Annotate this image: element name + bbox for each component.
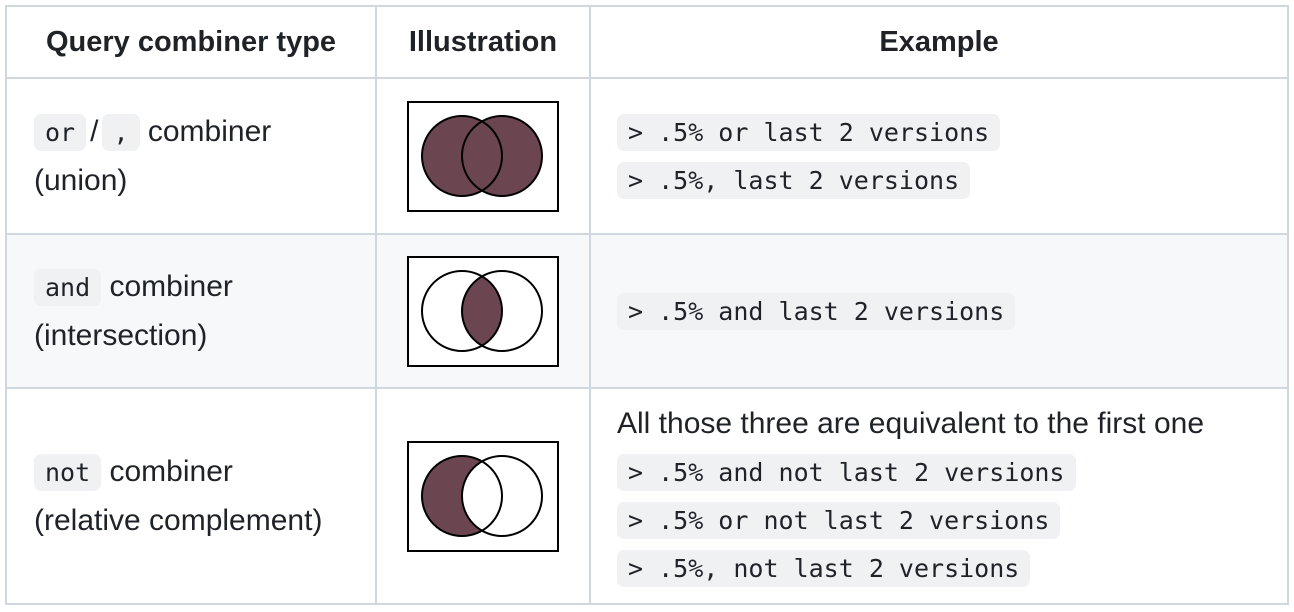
type-word: combiner [147, 114, 272, 148]
example-line: > .5% and last 2 versions [617, 287, 1287, 335]
example-code: > .5% or not last 2 versions [617, 502, 1061, 539]
example-code: > .5%, not last 2 versions [617, 550, 1031, 587]
example-code: > .5% and not last 2 versions [617, 454, 1076, 491]
illustration-cell-intersection [375, 233, 591, 389]
example-line: > .5% or last 2 versions [617, 108, 1287, 156]
type-desc-union: (union) [34, 163, 128, 197]
code-not: not [34, 453, 102, 491]
table-row-union: or/, combiner (union) > .5% or last 2 ve… [5, 77, 1289, 235]
example-line: > .5%, not last 2 versions [617, 544, 1287, 592]
code-and: and [34, 268, 102, 306]
code-or: or [34, 113, 87, 151]
type-cell-intersection: and combiner (intersection) [5, 233, 377, 389]
example-line: > .5% or not last 2 versions [617, 496, 1287, 544]
venn-intersection-icon [407, 255, 559, 367]
example-code: > .5%, last 2 versions [617, 162, 971, 199]
example-cell-intersection: > .5% and last 2 versions [589, 233, 1289, 389]
type-word: combiner [109, 454, 233, 488]
type-desc-complement: (relative complement) [34, 503, 323, 537]
header-row: Query combiner type Illustration Example [5, 5, 1289, 79]
table-row-complement: not combiner (relative complement) [5, 387, 1289, 605]
type-desc-intersection: (intersection) [34, 318, 208, 352]
type-cell-union: or/, combiner (union) [5, 77, 377, 235]
equivalence-note: All those three are equivalent to the fi… [617, 407, 1205, 440]
type-cell-complement: not combiner (relative complement) [5, 387, 377, 605]
table-row-intersection: and combiner (intersection) > .5% and la… [5, 233, 1289, 389]
example-line: > .5%, last 2 versions [617, 156, 1287, 204]
header-type: Query combiner type [5, 5, 377, 79]
type-separator: / [90, 114, 99, 148]
example-line: > .5% and not last 2 versions [617, 448, 1287, 496]
type-word: combiner [109, 269, 233, 303]
illustration-cell-complement [375, 387, 591, 605]
venn-complement-icon [407, 440, 559, 552]
example-cell-complement: All those three are equivalent to the fi… [589, 387, 1289, 605]
query-combiner-table: Query combiner type Illustration Example… [5, 5, 1289, 605]
example-cell-union: > .5% or last 2 versions > .5%, last 2 v… [589, 77, 1289, 235]
header-illustration: Illustration [375, 5, 591, 79]
example-code: > .5% and last 2 versions [617, 293, 1016, 330]
code-comma: , [102, 113, 140, 151]
venn-union-icon [407, 100, 559, 212]
header-example: Example [589, 5, 1289, 79]
illustration-cell-union [375, 77, 591, 235]
example-code: > .5% or last 2 versions [617, 114, 1001, 151]
